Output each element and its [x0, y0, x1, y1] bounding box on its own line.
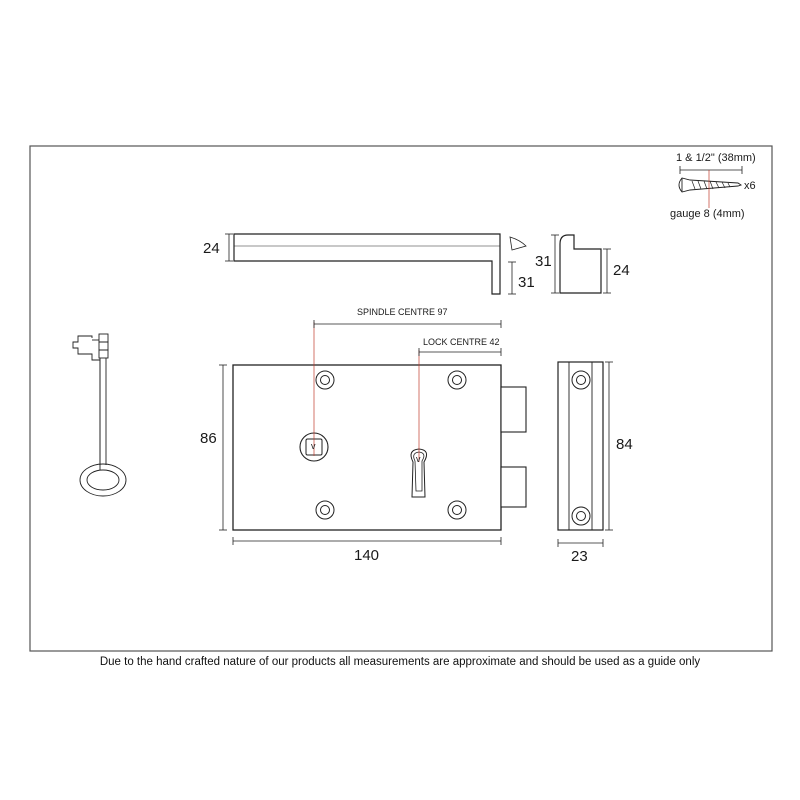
fixing-hole [571, 506, 591, 526]
screw-spec: 1 & 1/2" (38mm) x6 gauge 8 (4mm) [670, 152, 756, 220]
fixing-hole [315, 500, 335, 520]
lock-width-label: 140 [354, 547, 379, 564]
screw-gauge-label: gauge 8 (4mm) [670, 208, 745, 220]
lock-height-label: 86 [200, 430, 217, 447]
side-depth-label: 23 [571, 548, 588, 565]
staple-height-label: 24 [203, 240, 220, 257]
lock-side-view: 84 23 [557, 361, 633, 565]
keep-inner-label: 24 [613, 262, 630, 279]
keep-height-label: 31 [535, 253, 552, 270]
fixing-hole [447, 500, 467, 520]
screw-quantity-label: x6 [744, 180, 756, 192]
lock-body-front: v v SPINDLE CENTRE 97 LOCK CENTRE 42 86 … [200, 307, 527, 564]
disclaimer-text: Due to the hand crafted nature of our pr… [99, 656, 701, 668]
fixing-hole [447, 370, 467, 390]
spindle-centre-label: SPINDLE CENTRE 97 [357, 307, 448, 317]
staple-top-view: 24 31 [203, 233, 535, 295]
svg-text:v: v [311, 441, 316, 451]
fixing-hole [571, 370, 591, 390]
screw-icon [678, 170, 743, 208]
keep-side-profile: 31 24 [535, 234, 630, 294]
screw-length-label: 1 & 1/2" (38mm) [676, 152, 756, 164]
staple-drop-label: 31 [518, 274, 535, 291]
drawing-frame [29, 145, 773, 652]
svg-text:v: v [416, 454, 421, 464]
lock-centre-label: LOCK CENTRE 42 [423, 337, 500, 347]
side-height-label: 84 [616, 436, 633, 453]
fixing-hole [315, 370, 335, 390]
keyhole [410, 448, 428, 498]
key-icon [72, 333, 127, 497]
